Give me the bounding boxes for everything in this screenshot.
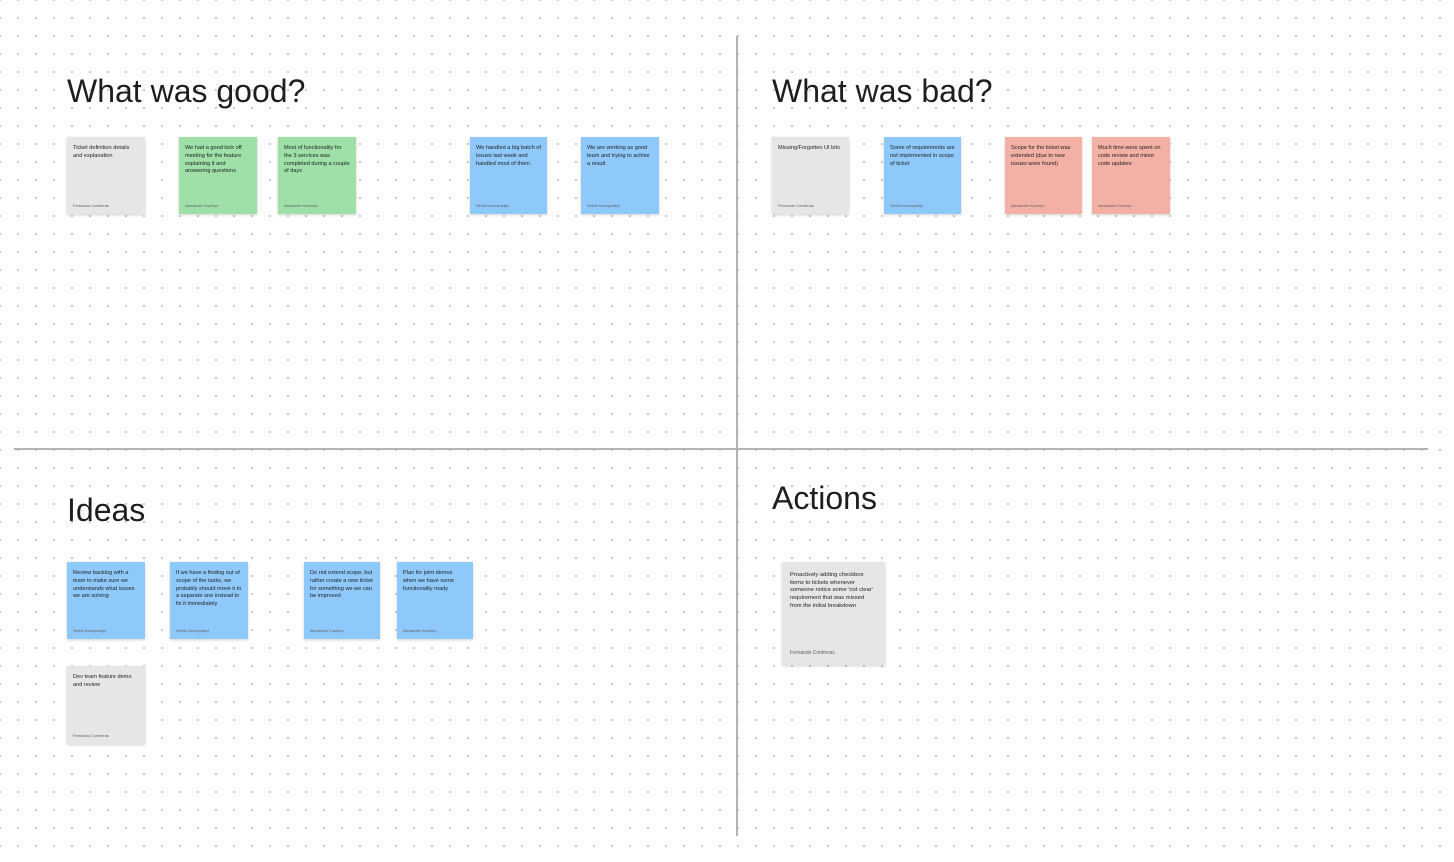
section-title-good: What was good? (67, 73, 306, 109)
sticky-note-text: Proactively adding checkbox items to tic… (790, 572, 875, 609)
sticky-note-text: Much time were spent on code review and … (1098, 145, 1163, 167)
sticky-note[interactable]: Much time were spent on code review and … (1092, 137, 1170, 214)
section-title-actions: Actions (772, 480, 877, 516)
sticky-note[interactable]: Some of requirements are not implemented… (884, 137, 961, 214)
horizontal-divider (14, 448, 1428, 450)
sticky-note-author: Serhii Kuzmynskyi (476, 203, 509, 208)
section-title-ideas: Ideas (67, 492, 146, 528)
sticky-note-text: If we have a finding out of scope of the… (176, 570, 243, 608)
sticky-note-text: We had a good kick off meeting for the f… (185, 145, 244, 175)
vertical-divider (736, 36, 738, 836)
sticky-note-author: Alexander Kuzmyn (310, 628, 344, 633)
sticky-note-text: Do not extend scope, but rather create a… (310, 570, 375, 600)
sticky-note-author: Alexander Kuzmyn (284, 203, 318, 208)
sticky-note-text: Ticket definition details and explanatio… (73, 145, 131, 159)
sticky-note-text: Some of requirements are not implemented… (890, 145, 957, 167)
sticky-note-text: Plan for joint demos when we have some f… (403, 570, 456, 592)
sticky-note-author: Fernando Contreras (778, 203, 814, 208)
sticky-note-author: Fernando Contreras (73, 203, 109, 208)
sticky-note-author: Serhii Kuzmynskyi (587, 203, 620, 208)
sticky-note-text: We are working as good team and trying t… (587, 145, 652, 167)
sticky-note[interactable]: Ticket definition details and explanatio… (67, 137, 145, 214)
sticky-note-text: Dev team feature demo and review (73, 674, 134, 688)
sticky-note[interactable]: Plan for joint demos when we have some f… (397, 562, 473, 639)
sticky-note-author: Fernando Contreras (790, 650, 835, 656)
sticky-note-author: Serhii Kuzmynskyi (73, 628, 106, 633)
sticky-note-author: Fernando Contreras (73, 733, 109, 738)
sticky-note-author: Alexander Kuzmyn (1011, 203, 1045, 208)
sticky-note-author: Alexander Kuzmyn (403, 628, 437, 633)
sticky-note-author: Alexander Kuzmyn (185, 203, 219, 208)
sticky-note-text: Missing/Forgotten UI bits (778, 145, 840, 151)
sticky-note[interactable]: We are working as good team and trying t… (581, 137, 659, 214)
section-title-bad: What was bad? (772, 73, 993, 109)
sticky-note-text: Review backlog with a team to make sure … (73, 570, 137, 600)
sticky-note[interactable]: Review backlog with a team to make sure … (67, 562, 145, 639)
sticky-note-author: Alexander Kuzmyn (1098, 203, 1132, 208)
sticky-note[interactable]: Proactively adding checkbox items to tic… (782, 562, 885, 665)
sticky-note[interactable]: We handled a big batch of issues last we… (470, 137, 547, 214)
sticky-note[interactable]: Dev team feature demo and review Fernand… (67, 666, 145, 744)
sticky-note[interactable]: If we have a finding out of scope of the… (170, 562, 248, 639)
sticky-note-text: We handled a big batch of issues last we… (476, 145, 543, 167)
sticky-note[interactable]: Do not extend scope, but rather create a… (304, 562, 380, 639)
sticky-note-author: Serhii Kuzmynskyi (890, 203, 923, 208)
sticky-note[interactable]: Scope for the ticket was extended (due t… (1005, 137, 1082, 214)
sticky-note-text: Most of functionality for the 3 services… (284, 145, 352, 175)
sticky-note[interactable]: We had a good kick off meeting for the f… (179, 137, 257, 214)
sticky-note[interactable]: Most of functionality for the 3 services… (278, 137, 356, 214)
sticky-note[interactable]: Missing/Forgotten UI bits Fernando Contr… (772, 137, 849, 214)
sticky-note-author: Serhii Kuzmynskyi (176, 628, 209, 633)
sticky-note-text: Scope for the ticket was extended (due t… (1011, 145, 1072, 167)
